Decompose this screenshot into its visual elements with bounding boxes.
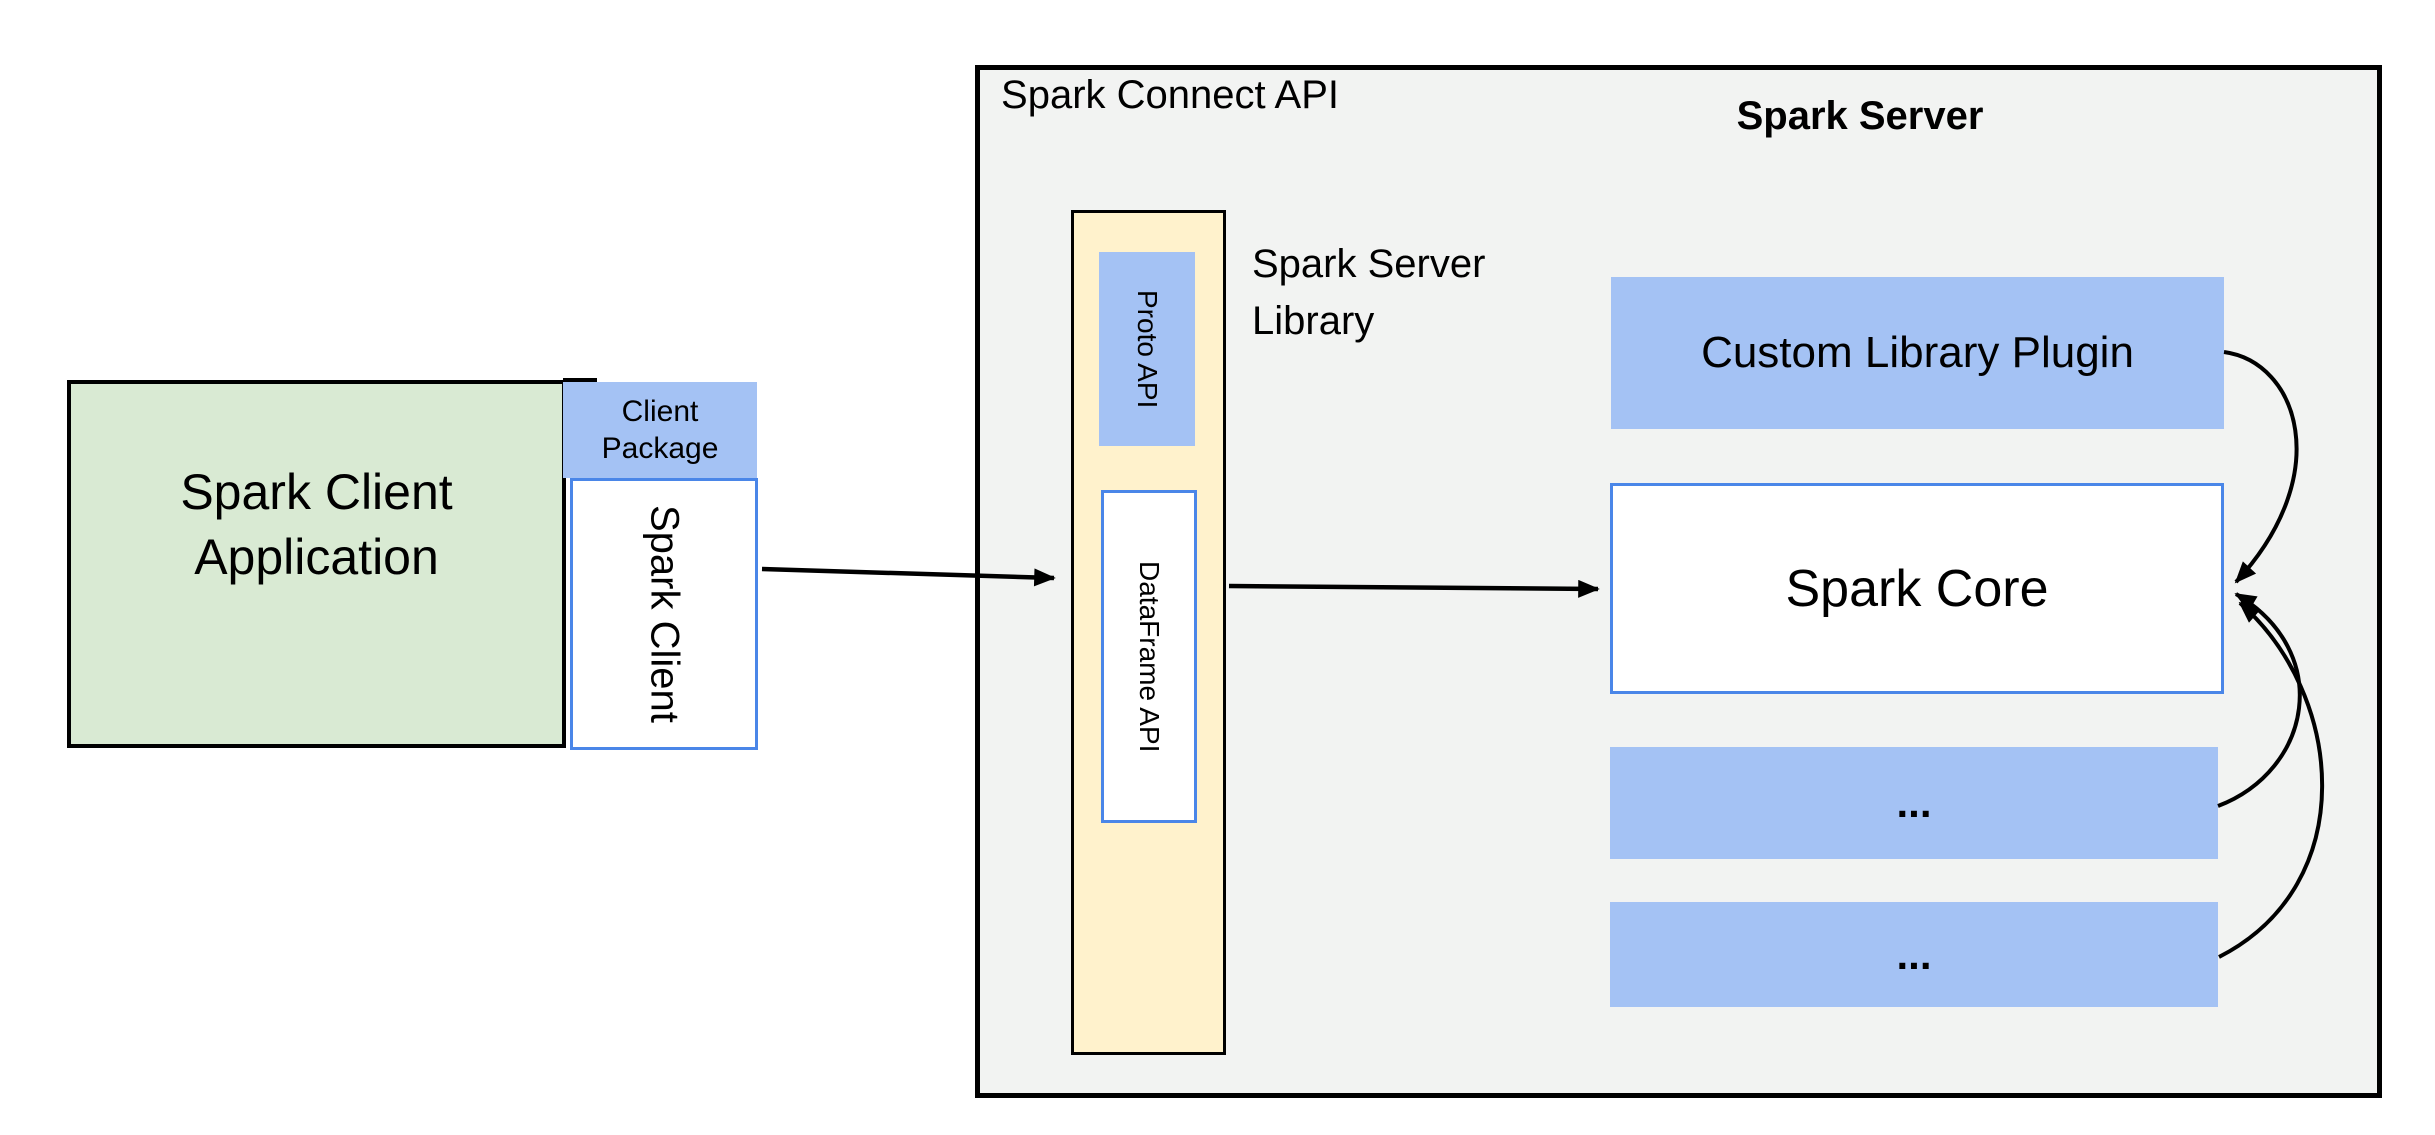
spark-server-title: Spark Server [1736,94,1984,138]
extra-plugin-box-2: ... [1610,902,2218,1007]
spark-client-box: Spark Client [570,478,758,750]
client-package-box: Client Package [563,382,757,478]
spark-core-box: Spark Core [1610,483,2224,694]
extra-plugin-box-1: ... [1610,747,2218,859]
spark-connect-api-title: Spark Connect API [1001,73,1339,117]
custom-library-plugin-box: Custom Library Plugin [1611,277,2224,429]
spark-client-application-box [67,380,566,748]
spark-client-label: Spark Client [642,505,687,723]
green-box-border-overhang [563,378,597,383]
spark-client-application-label: Spark Client Application [180,464,453,585]
dataframe-api-box: DataFrame API [1101,490,1197,823]
proto-api-box: Proto API [1099,252,1195,446]
spark-server-library-label: Spark Server Library [1252,242,1486,343]
dataframe-api-label: DataFrame API [1134,560,1165,753]
proto-api-label: Proto API [1132,289,1163,409]
